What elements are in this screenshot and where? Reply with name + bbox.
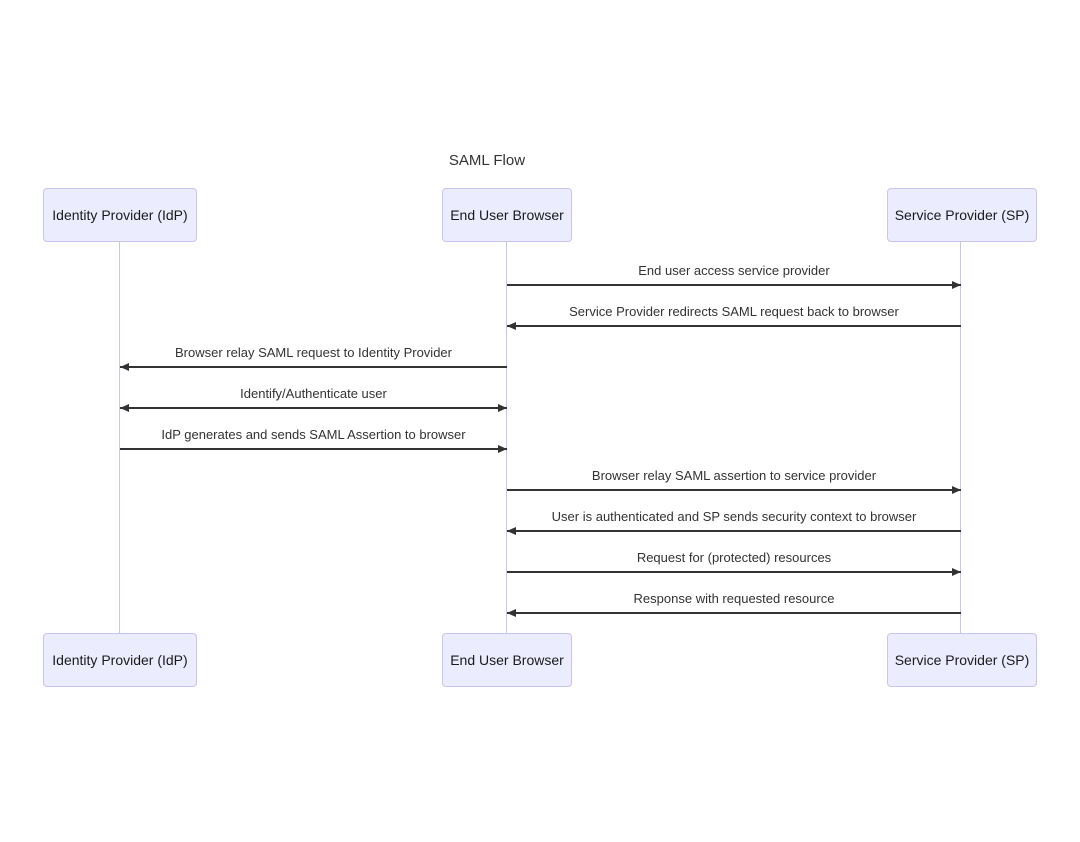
arrowhead-right-icon — [952, 281, 961, 289]
actor-label: End User Browser — [450, 652, 564, 668]
message-6: Browser relay SAML assertion to service … — [507, 467, 961, 494]
arrowhead-left-icon — [507, 609, 516, 617]
message-7: User is authenticated and SP sends secur… — [507, 508, 961, 535]
message-label: End user access service provider — [638, 263, 830, 278]
message-4: Identify/Authenticate user — [120, 385, 507, 412]
arrowhead-right-icon — [498, 445, 507, 453]
message-label: Request for (protected) resources — [636, 550, 832, 565]
message-5: IdP generates and sends SAML Assertion t… — [120, 426, 507, 453]
arrowhead-left-icon — [507, 527, 516, 535]
arrow-line — [120, 448, 507, 450]
message-9: Response with requested resource — [507, 590, 961, 617]
arrow-line — [507, 489, 961, 491]
arrowhead-right-icon — [498, 404, 507, 412]
actor-label: Identity Provider (IdP) — [52, 207, 188, 223]
arrowhead-right-icon — [952, 486, 961, 494]
message-arrow — [507, 566, 961, 576]
actor-box-identity-provider-bottom: Identity Provider (IdP) — [43, 633, 197, 687]
message-arrow — [507, 484, 961, 494]
arrow-line — [507, 284, 961, 286]
lifeline-end-user-browser — [506, 242, 507, 633]
message-label: Identify/Authenticate user — [240, 386, 387, 401]
message-arrow — [120, 361, 507, 371]
arrowhead-left-icon — [120, 404, 129, 412]
message-arrow — [507, 279, 961, 289]
message-label: Service Provider redirects SAML request … — [569, 304, 899, 319]
arrowhead-left-icon — [120, 363, 129, 371]
message-label: Browser relay SAML request to Identity P… — [175, 345, 452, 360]
lifeline-service-provider — [960, 242, 961, 633]
message-arrow — [507, 607, 961, 617]
actor-box-end-user-browser-bottom: End User Browser — [442, 633, 572, 687]
message-label: IdP generates and sends SAML Assertion t… — [161, 427, 466, 442]
actor-box-service-provider-bottom: Service Provider (SP) — [887, 633, 1037, 687]
message-arrow — [507, 320, 961, 330]
arrowhead-left-icon — [507, 322, 516, 330]
actor-label: Service Provider (SP) — [894, 652, 1030, 668]
actor-box-identity-provider-top: Identity Provider (IdP) — [43, 188, 197, 242]
actor-label: Service Provider (SP) — [894, 207, 1030, 223]
arrow-line — [120, 366, 507, 368]
message-2: Service Provider redirects SAML request … — [507, 303, 961, 330]
message-3: Browser relay SAML request to Identity P… — [120, 344, 507, 371]
arrow-line — [507, 612, 961, 614]
arrow-line — [120, 407, 507, 409]
message-1: End user access service provider — [507, 262, 961, 289]
arrow-line — [507, 530, 961, 532]
diagram-title: SAML Flow — [448, 152, 526, 169]
actor-box-end-user-browser-top: End User Browser — [442, 188, 572, 242]
message-label: Browser relay SAML assertion to service … — [591, 468, 877, 483]
message-arrow — [120, 402, 507, 412]
arrow-line — [507, 325, 961, 327]
message-label: User is authenticated and SP sends secur… — [551, 509, 917, 524]
actor-label: End User Browser — [450, 207, 564, 223]
actor-label: Identity Provider (IdP) — [52, 652, 188, 668]
arrow-line — [507, 571, 961, 573]
actor-box-service-provider-top: Service Provider (SP) — [887, 188, 1037, 242]
message-arrow — [507, 525, 961, 535]
message-label: Response with requested resource — [633, 591, 835, 606]
message-8: Request for (protected) resources — [507, 549, 961, 576]
lifeline-identity-provider — [119, 242, 120, 633]
message-arrow — [120, 443, 507, 453]
arrowhead-right-icon — [952, 568, 961, 576]
